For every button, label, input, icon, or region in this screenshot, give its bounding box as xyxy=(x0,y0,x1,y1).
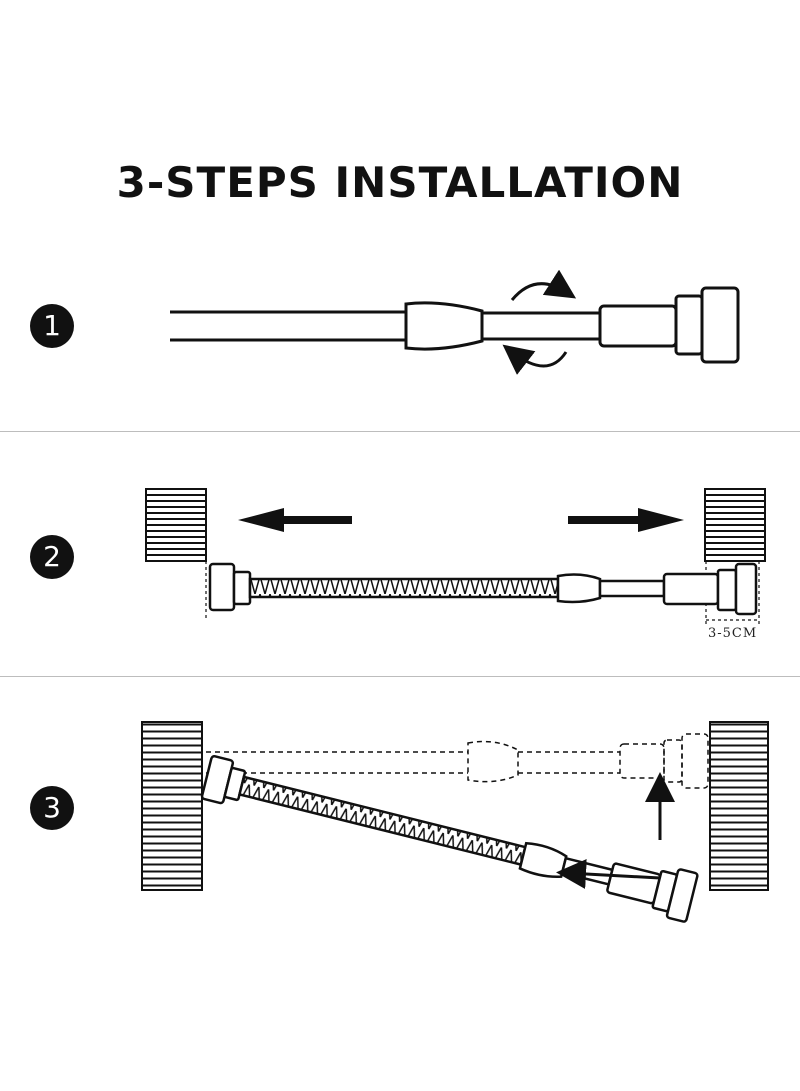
page-title: 3-STEPS INSTALLATION xyxy=(116,158,684,207)
step-1-badge: 1 xyxy=(30,304,74,348)
step-3-badge: 3 xyxy=(30,786,74,830)
step-3-diagram xyxy=(141,721,769,923)
step-2-diagram xyxy=(145,488,766,626)
step-1-diagram xyxy=(170,269,740,375)
right-wall xyxy=(709,721,769,891)
left-wall xyxy=(141,721,203,891)
right-wall xyxy=(704,488,766,562)
divider-1 xyxy=(0,431,800,432)
measurement-label: 3-5CM xyxy=(708,626,758,641)
left-wall xyxy=(145,488,207,562)
divider-2 xyxy=(0,676,800,677)
step-2-badge: 2 xyxy=(30,535,74,579)
